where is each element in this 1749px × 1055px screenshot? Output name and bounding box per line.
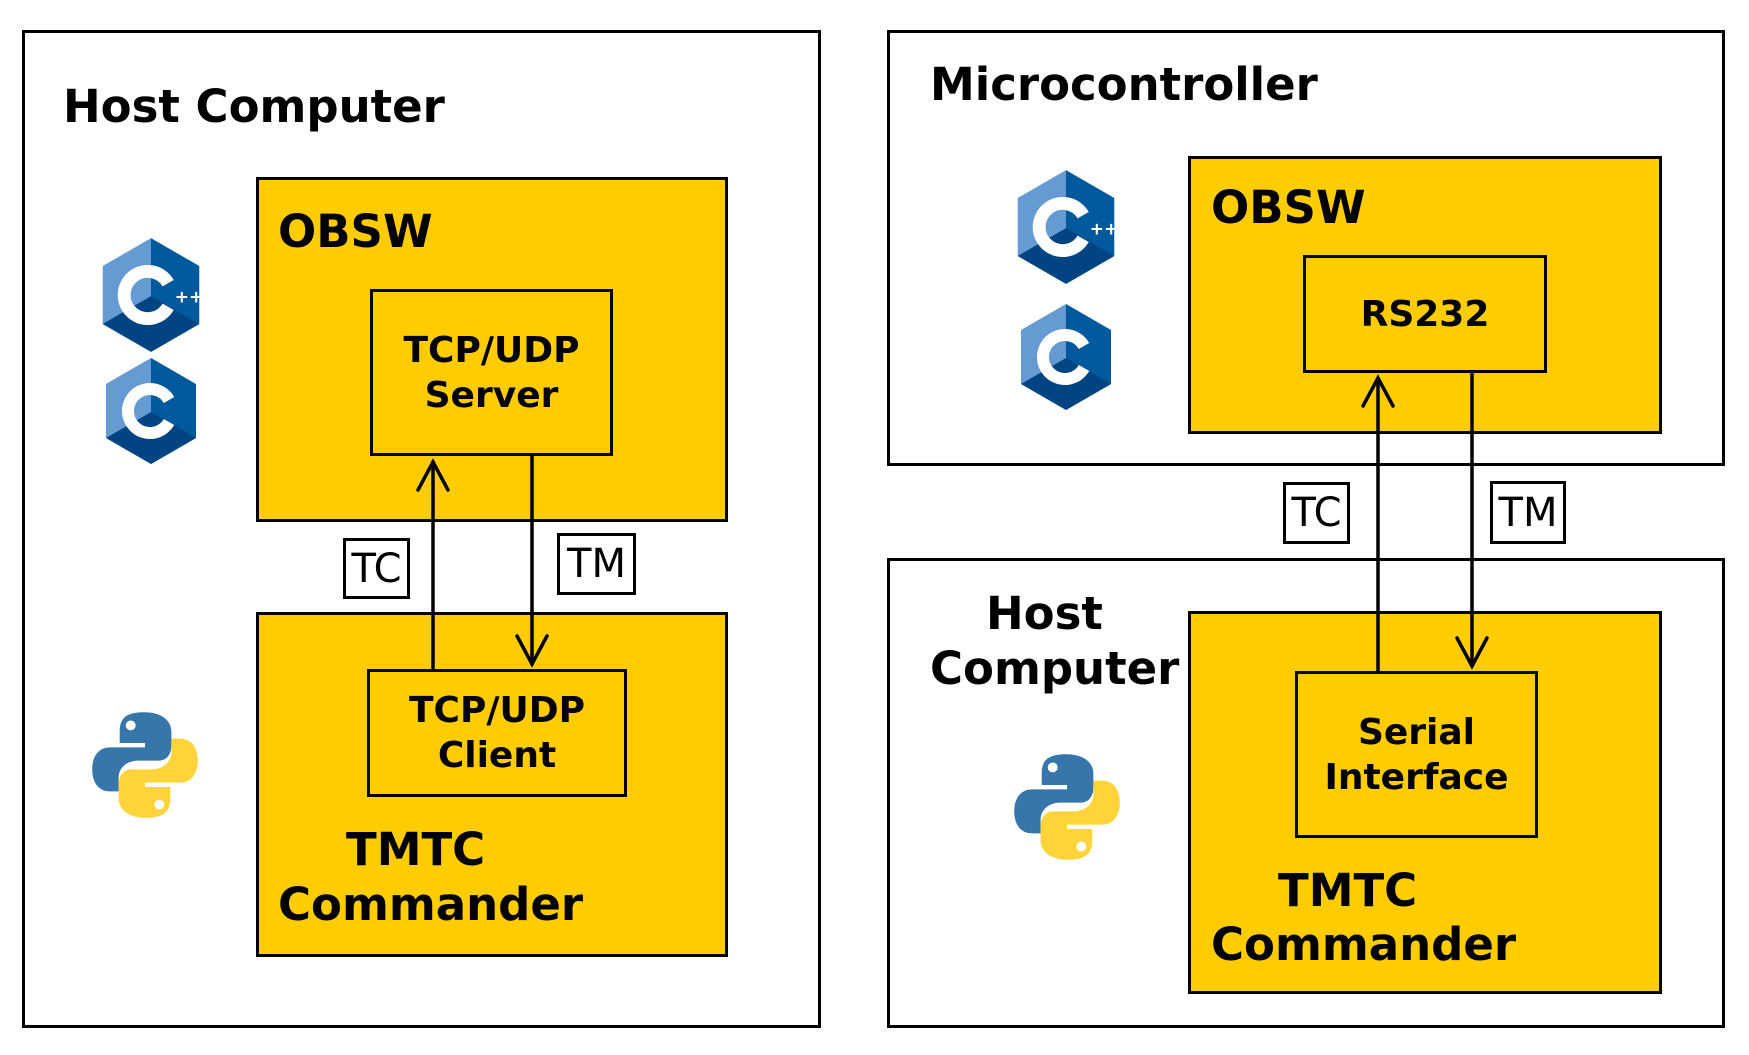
left-tc-arrow bbox=[416, 458, 450, 671]
c-logo-icon bbox=[1021, 304, 1111, 410]
left-tc-label: TC bbox=[343, 538, 410, 599]
python-logo-icon bbox=[92, 712, 198, 818]
tcp-udp-client-box: TCP/UDP Client bbox=[367, 669, 627, 797]
left-tm-arrow bbox=[515, 454, 549, 668]
left-obsw-title: OBSW bbox=[278, 205, 433, 258]
right-tm-label: TM bbox=[1490, 481, 1566, 544]
right-commander-label-line2: Commander bbox=[1211, 918, 1517, 971]
c-logo-icon bbox=[106, 358, 196, 464]
right-tm-arrow bbox=[1455, 371, 1489, 670]
serial-interface-box: Serial Interface bbox=[1295, 671, 1538, 838]
left-tm-label: TM bbox=[557, 533, 636, 595]
svg-text:++: ++ bbox=[1090, 220, 1119, 240]
rs232-box: RS232 bbox=[1303, 255, 1547, 373]
cpp-logo-icon: ++ bbox=[102, 238, 204, 352]
cpp-logo-icon: ++ bbox=[1017, 170, 1119, 284]
tcp-udp-server-label-line2: Server bbox=[424, 374, 559, 416]
right-tmtc-label-line1: TMTC bbox=[1278, 864, 1418, 917]
serial-interface-label-line2: Interface bbox=[1324, 756, 1509, 798]
left-tmtc-label-line1: TMTC bbox=[346, 823, 486, 876]
right-obsw-title: OBSW bbox=[1211, 181, 1366, 234]
right-tc-label: TC bbox=[1283, 482, 1350, 544]
python-logo-icon bbox=[1014, 754, 1120, 860]
tcp-udp-server-label-line1: TCP/UDP bbox=[403, 329, 580, 371]
left-commander-label-line2: Commander bbox=[278, 878, 584, 931]
microcontroller-title: Microcontroller bbox=[930, 58, 1318, 111]
serial-interface-label-line1: Serial bbox=[1357, 711, 1476, 753]
rs232-label: RS232 bbox=[1360, 293, 1490, 335]
right-host-label-line1: Host bbox=[986, 587, 1103, 640]
tcp-udp-client-label-line1: TCP/UDP bbox=[408, 690, 585, 731]
right-computer-label-line2: Computer bbox=[930, 642, 1180, 695]
tcp-udp-server-box: TCP/UDP Server bbox=[370, 289, 613, 456]
right-tc-arrow bbox=[1361, 374, 1395, 673]
svg-text:++: ++ bbox=[175, 288, 204, 308]
left-host-computer-title: Host Computer bbox=[63, 80, 445, 133]
tcp-udp-client-label-line2: Client bbox=[437, 735, 557, 776]
